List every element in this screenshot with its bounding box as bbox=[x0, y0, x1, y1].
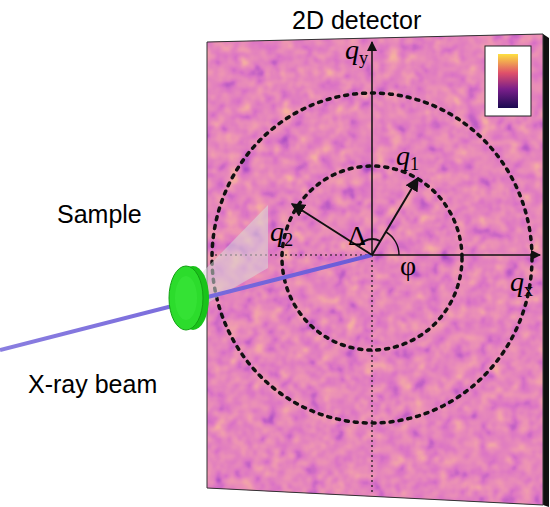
angle-label: Δ bbox=[348, 222, 366, 250]
axis-label: qy bbox=[345, 36, 368, 67]
detector-title: 2D detector bbox=[292, 8, 421, 33]
detector-edge bbox=[543, 34, 549, 507]
angle-label: φ bbox=[400, 252, 416, 280]
axis-label: qx bbox=[510, 268, 533, 299]
xray-beam bbox=[0, 255, 372, 350]
beam-label: X-ray beam bbox=[28, 372, 157, 397]
q-axes bbox=[372, 42, 540, 255]
sample-label: Sample bbox=[57, 202, 142, 227]
vector-label: q2 bbox=[270, 218, 293, 249]
sample-disc bbox=[169, 266, 209, 330]
vector-label: q1 bbox=[396, 142, 419, 173]
color-bar bbox=[485, 46, 531, 116]
q-vectors bbox=[292, 178, 418, 255]
